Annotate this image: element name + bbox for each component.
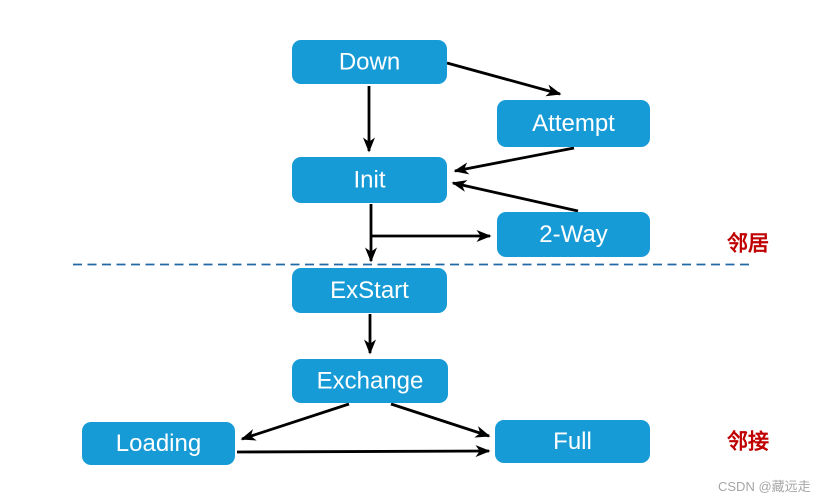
node-loading-label: Loading <box>116 430 201 457</box>
edge-loading-full <box>236 445 491 458</box>
node-exstart-box <box>292 268 447 313</box>
node-loading: Loading <box>82 422 235 465</box>
node-2way-box <box>497 212 650 257</box>
node-exchange: Exchange <box>292 359 448 403</box>
node-2way-label: 2-Way <box>539 221 607 248</box>
node-full-label: Full <box>553 428 592 455</box>
node-exstart-label: ExStart <box>330 277 409 304</box>
edge-attempt-init <box>453 146 575 175</box>
csdn-watermark: CSDN @藏远走 <box>718 479 811 494</box>
neighbor-label: 邻居 <box>727 232 769 256</box>
node-down-label: Down <box>339 49 400 76</box>
node-attempt: Attempt <box>497 100 650 147</box>
node-attempt-box <box>497 100 650 147</box>
edge-down-attempt <box>446 61 562 97</box>
node-loading-box <box>82 422 235 465</box>
adjacency-label: 邻接 <box>727 430 769 454</box>
node-init-box <box>292 157 447 203</box>
node-down: Down <box>292 40 447 84</box>
node-down-box <box>292 40 447 84</box>
node-full-box <box>495 420 650 463</box>
node-init: Init <box>292 157 447 203</box>
edge-2way-init <box>451 180 579 213</box>
node-2way: 2-Way <box>497 212 650 257</box>
node-init-label: Init <box>353 167 385 194</box>
node-attempt-label: Attempt <box>532 110 615 137</box>
node-exchange-box <box>292 359 448 403</box>
edge-exchange-full <box>390 402 491 438</box>
node-exstart: ExStart <box>292 268 447 313</box>
node-full: Full <box>495 420 650 463</box>
edge-exchange-loading <box>240 402 350 441</box>
node-exchange-label: Exchange <box>317 368 424 395</box>
